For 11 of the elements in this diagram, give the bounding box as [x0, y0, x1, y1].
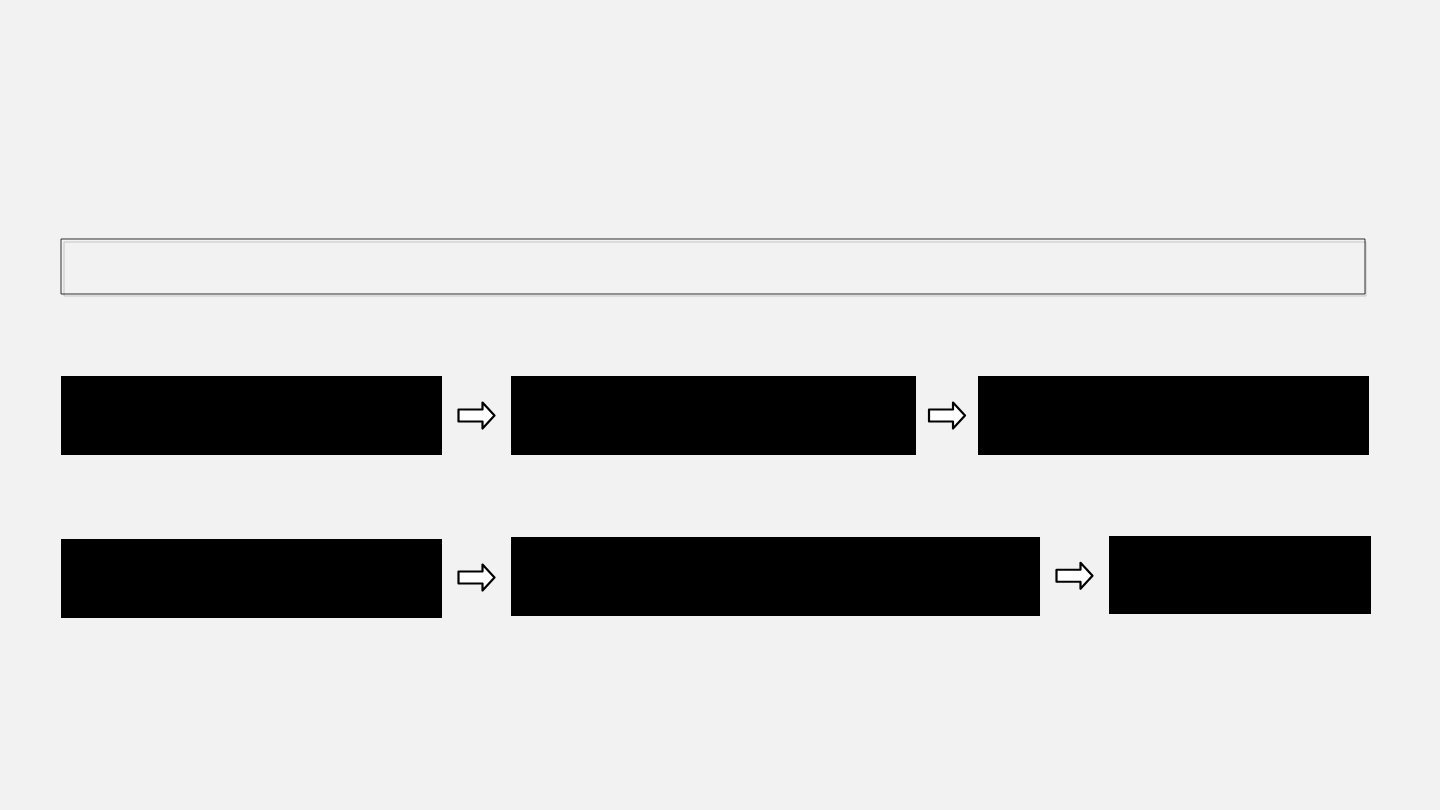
- title-frame: [60, 238, 1367, 297]
- block-arrow: [457, 563, 496, 592]
- filled-box: [1109, 536, 1371, 614]
- filled-box: [511, 376, 916, 455]
- filled-box: [61, 539, 442, 618]
- filled-box: [511, 537, 1040, 616]
- block-arrow: [927, 401, 967, 430]
- filled-box: [61, 376, 442, 455]
- block-arrow: [457, 401, 496, 430]
- filled-box: [978, 376, 1369, 455]
- block-arrow: [1055, 561, 1094, 590]
